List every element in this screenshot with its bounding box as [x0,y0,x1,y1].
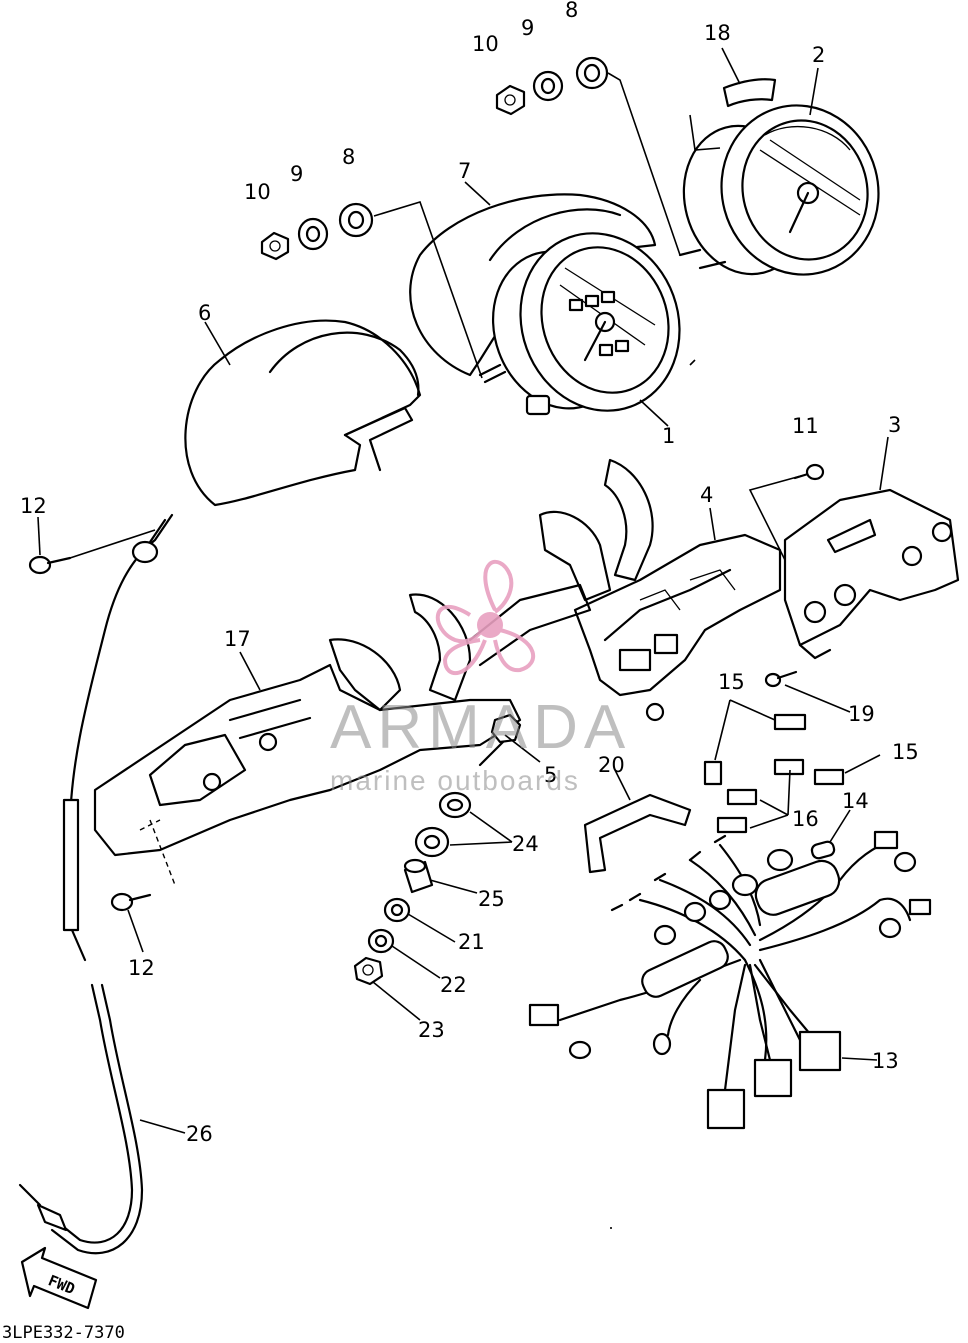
callout-9b: 9 [290,162,303,186]
callout-8a: 8 [565,0,578,22]
callout-13: 13 [872,1049,899,1073]
fwd-arrow: FWD [20,1246,98,1310]
hardware-lower [260,201,483,379]
washer-22 [367,928,395,954]
callout-20: 20 [598,753,625,777]
nut-23 [353,956,384,986]
sockets-16 [716,788,758,834]
callout-7: 7 [458,159,471,183]
callout-21: 21 [458,930,485,954]
screw-12-lower [110,892,152,912]
armada-logo-icon [435,559,536,676]
watermark-brand: ARMADA [330,693,631,762]
meter-holder-4 [538,458,782,722]
washer-21 [383,897,411,923]
callout-3: 3 [888,413,901,437]
bolt-5 [478,713,522,767]
tachometer-2 [678,104,880,276]
watermark-tagline: marine outboards [330,765,580,796]
collar-25 [403,858,434,894]
screw-11 [748,463,825,561]
callout-19: 19 [848,702,875,726]
callout-8b: 8 [342,145,355,169]
speedometer-1 [478,232,681,416]
callout-18: 18 [704,21,731,45]
bulb-14 [810,840,836,860]
band-20 [583,793,692,874]
hardware-upper [495,56,681,256]
callout-10b: 10 [244,180,271,204]
sockets-15 [703,713,845,786]
wire-harness-13 [528,830,932,1130]
callout-10a: 10 [472,32,499,56]
grommets-24 [414,791,472,858]
callout-15a: 15 [718,670,745,694]
lens-clip-18 [722,78,777,108]
callout-25: 25 [478,887,505,911]
callout-1: 1 [662,424,675,448]
callout-23: 23 [418,1018,445,1042]
callout-26: 26 [186,1122,213,1146]
leader-lines [37,47,889,1229]
callout-16: 16 [792,807,819,831]
callout-24: 24 [512,832,539,856]
screw-12-upper [28,529,156,575]
drawing-code: 3LPE332-7370 [2,1323,125,1343]
meter-cable-26 [18,513,174,1255]
callout-2: 2 [812,43,825,67]
callout-15b: 15 [892,740,919,764]
callout-labels: 1 2 3 4 5 6 7 8 8 9 9 10 10 11 12 12 13 … [20,0,919,1146]
meter-cover-6 [184,319,422,507]
bracket-3 [783,488,960,660]
callout-11: 11 [792,414,819,438]
callout-22: 22 [440,973,467,997]
watermark: ARMADA marine outboards [330,559,631,796]
screw-19 [764,670,798,688]
callout-5: 5 [544,763,557,787]
callout-6: 6 [198,301,211,325]
callout-14: 14 [842,789,869,813]
callout-4: 4 [700,483,713,507]
callout-9a: 9 [521,16,534,40]
callout-12a: 12 [20,494,47,518]
callout-12b: 12 [128,956,155,980]
callout-17: 17 [224,627,251,651]
